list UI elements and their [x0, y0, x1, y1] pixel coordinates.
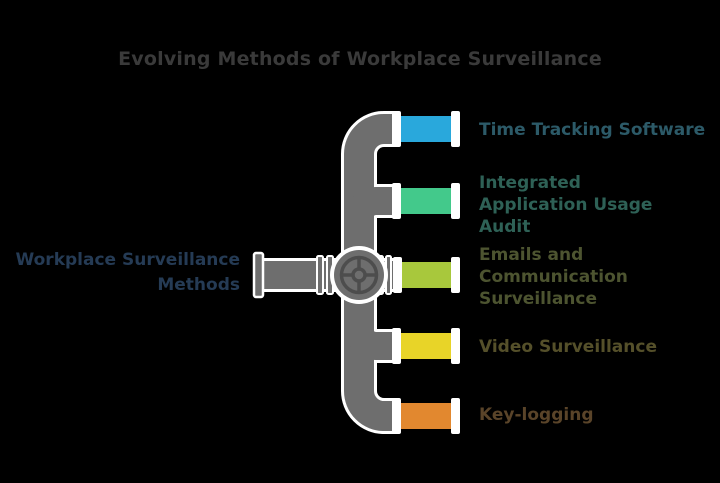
branch1-pipe-segment	[401, 116, 451, 142]
valve-collar-left-1	[316, 255, 324, 295]
diagram-title: Evolving Methods of Workplace Surveillan…	[118, 48, 602, 70]
branch-label-integrated-application-usage-audit: Integrated Application Usage Audit	[479, 173, 653, 237]
branch2-flange-left	[392, 183, 401, 219]
branch4-flange-left	[392, 328, 401, 364]
branch2-pipe-segment	[401, 188, 451, 214]
inlet-end-cap	[252, 251, 265, 299]
branch4-flange-right	[451, 328, 460, 364]
branch-label-time-tracking-software: Time Tracking Software	[479, 120, 706, 140]
branch-segments	[392, 111, 460, 434]
branch2-stub	[345, 187, 396, 236]
branch1-flange-left	[392, 111, 401, 147]
source-label: Workplace Surveillance Methods	[15, 250, 240, 295]
branch5-pipe-segment	[401, 403, 451, 429]
branch3-flange-right	[451, 257, 460, 293]
inlet-fittings	[252, 251, 392, 299]
valve-hub	[351, 267, 367, 283]
branch2-flange-right	[451, 183, 460, 219]
branch-label-key-logging: Key-logging	[479, 405, 594, 425]
branch-label-emails-and-communication-surveillance: Emails and Communication Surveillance	[479, 245, 628, 309]
branch1-flange-right	[451, 111, 460, 147]
branch4-stub	[345, 311, 396, 360]
branch5-flange-left	[392, 398, 401, 434]
branch3-pipe-segment	[402, 262, 451, 288]
branch5-flange-right	[451, 398, 460, 434]
branch4-pipe-segment	[401, 333, 451, 359]
branch3-flange-left	[393, 257, 402, 293]
branch-label-video-surveillance: Video Surveillance	[479, 337, 657, 357]
valve-icon	[330, 246, 388, 304]
